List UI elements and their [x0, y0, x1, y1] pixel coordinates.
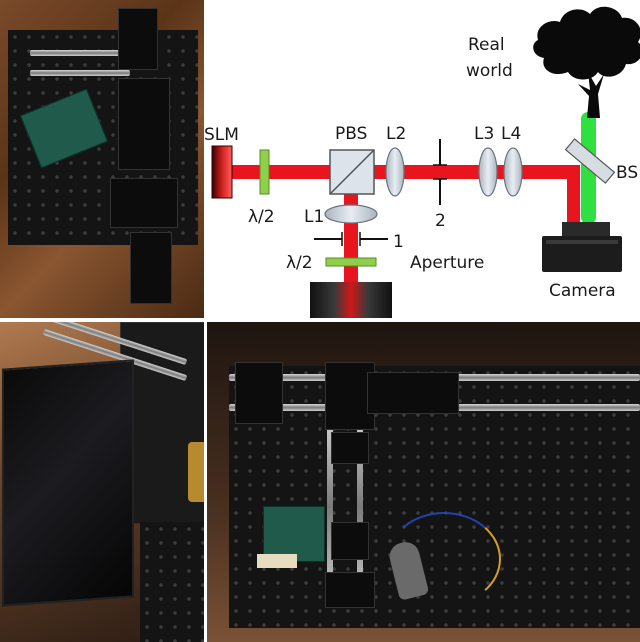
diagram-canvas: SLM λ/2 PBS L2 2 L3 L4 Real world BS L1 …: [204, 6, 640, 320]
slm-icon: [211, 145, 233, 199]
laser-beam-horizontal: [230, 165, 580, 179]
lens-mount: [331, 432, 369, 464]
optical-setup-diagram: SLM λ/2 PBS L2 2 L3 L4 Real world BS L1 …: [204, 0, 640, 320]
label-aperture: Aperture: [410, 253, 484, 273]
label-aperture-1: 1: [393, 232, 404, 252]
label-bs: BS: [616, 163, 638, 183]
label-aperture-2: 2: [435, 211, 446, 231]
beam-splitter: [564, 138, 616, 184]
label-pbs: PBS: [335, 124, 367, 144]
lens-tube: [118, 78, 170, 170]
label-half-wave-1: λ/2: [248, 207, 275, 227]
optical-breadboard: [140, 522, 204, 642]
half-wave-plate-1: [259, 149, 270, 195]
lens-l2: [385, 147, 405, 197]
lens-l1: [324, 204, 378, 224]
optic-mount: [118, 8, 158, 70]
pbs-mount: [325, 362, 375, 430]
lens-mount: [367, 372, 459, 414]
label-l3: L3: [474, 124, 494, 144]
optic-mount: [235, 362, 283, 424]
label-camera: Camera: [549, 281, 616, 301]
laser-beam-to-camera: [567, 172, 580, 224]
camera-body: [110, 178, 178, 228]
label-world: world: [466, 61, 513, 81]
optical-rail-vertical: [357, 412, 363, 602]
camera-lens: [562, 222, 610, 238]
photo-top-left: [0, 0, 204, 318]
tree-icon: [533, 6, 640, 118]
optical-rail: [30, 70, 130, 76]
laser-mount: [325, 572, 375, 608]
lens-l3: [478, 147, 498, 197]
label-slm: SLM: [204, 125, 239, 145]
label-half-wave-2: λ/2: [286, 253, 313, 273]
connector: [257, 554, 297, 568]
photo-bottom-right: [207, 322, 640, 642]
half-wave-plate-2: [325, 257, 377, 267]
lens-l4: [503, 147, 523, 197]
photo-bottom-left: [0, 322, 204, 642]
optical-rail-vertical: [327, 412, 333, 602]
label-l1: L1: [304, 207, 324, 227]
label-l2: L2: [386, 124, 406, 144]
driver-board: [263, 506, 325, 562]
post-mount: [130, 232, 172, 304]
brass-mount: [188, 442, 204, 502]
laser-source-icon: [310, 282, 392, 320]
lens-mount: [331, 522, 369, 560]
label-real: Real: [468, 35, 505, 55]
panel-divider: [0, 318, 640, 322]
camera-icon: [542, 236, 622, 272]
cable: [387, 512, 501, 606]
optical-rail: [30, 50, 130, 56]
label-l4: L4: [501, 124, 521, 144]
display-panel: [2, 359, 134, 607]
